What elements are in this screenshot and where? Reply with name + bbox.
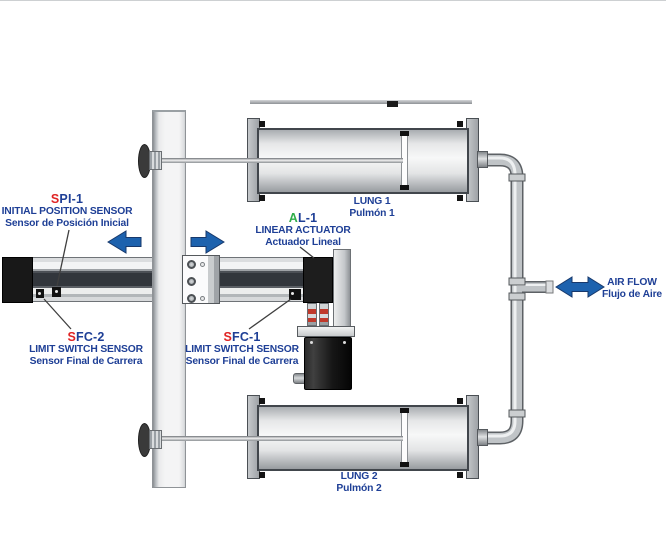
airflow-name-es: Flujo de Aire [601,288,663,300]
pipe-end-cap [545,280,554,294]
pipe-collar [508,409,526,418]
sfc2-code-prefix: S [67,330,76,344]
lung2-air-port [477,429,488,446]
sfc2-code: SFC-2 [67,330,104,344]
lung1-mount-tab [387,101,398,107]
carriage-plate [182,255,220,304]
screw [187,260,196,269]
bolt [259,121,265,127]
lung1-mount-rail [250,100,472,104]
sfc2-code-rest: FC-2 [75,330,105,344]
lung1-piston-cap-bottom [400,185,409,190]
al1-code-prefix: A [288,211,298,225]
bolt [457,398,463,404]
shaft-coupling [307,303,317,326]
lung2-name-es: Pulmón 2 [336,482,382,494]
screw [200,262,205,267]
spi1-name-es: Sensor de Posición Inicial [5,217,129,229]
lung1-piston-rod [160,158,403,163]
motor-bracket [333,249,351,332]
pipe-collar [508,173,526,182]
al1-code: AL-1 [289,211,318,225]
sfc2-name-en: LIMIT SWITCH SENSOR [29,344,143,355]
screw [187,277,196,286]
lung2-piston-rod [160,436,403,441]
al1-name-en: LINEAR ACTUATOR [255,225,351,236]
sfc1-code-rest: FC-1 [231,330,261,344]
spi1-code-rest: PI-1 [59,192,84,206]
spi1-code-prefix: S [50,192,60,206]
lung1-name-en: LUNG 1 [353,196,391,207]
pipe-collar [508,292,526,301]
spi1-name-en: INITIAL POSITION SENSOR [1,206,133,217]
air-flow-double-arrow-icon [555,276,605,298]
screw [187,294,196,303]
lung1-name-es: Pulmón 1 [349,207,395,219]
leader-line-sfc2 [43,298,72,330]
motor-bolt [343,341,346,344]
sfc1-sensor [289,289,301,300]
top-border-line [0,0,666,1]
actuator-housing [303,257,333,303]
shaft-coupling [319,303,329,326]
motor-mount-plate [297,326,355,337]
bolt [259,398,265,404]
sensor-led [55,290,58,293]
stepper-motor [304,337,352,390]
lung2-piston-cap-top [400,408,409,413]
sfc2-sensor [36,289,44,298]
sfc1-name-en: LIMIT SWITCH SENSOR [185,344,299,355]
sfc1-code: SFC-1 [223,330,260,344]
rail-end-block [2,257,33,303]
arrow-right-icon [190,230,225,254]
airflow-name-en: AIR FLOW [607,277,657,288]
bolt [259,195,265,201]
arrow-left-icon [107,230,142,254]
pipe-collar [508,277,526,286]
screw [200,296,205,301]
sfc1-name-es: Sensor Final de Carrera [185,355,299,367]
motor-bolt [310,341,313,344]
leader-line-sfc1 [248,298,292,330]
al1-name-es: Actuador Lineal [265,236,341,248]
sfc1-code-prefix: S [223,330,232,344]
lung1-air-port [477,151,488,168]
lung2-piston-cap-bottom [400,462,409,467]
lung1-piston-cap-top [400,131,409,136]
sensor-led [38,292,41,295]
bolt [457,195,463,201]
spi1-code: SPI-1 [51,192,83,206]
sensor-led [291,292,294,295]
mounting-panel [152,110,186,488]
bolt [259,472,265,478]
lung1-rod-hub [149,151,162,170]
sfc2-name-es: Sensor Final de Carrera [29,355,143,367]
lung2-name-en: LUNG 2 [340,471,378,482]
lung2-rod-hub [149,430,162,449]
al1-code-rest: L-1 [297,211,318,225]
bolt [457,121,463,127]
spi1-sensor [52,287,61,297]
pipe-run [482,153,554,445]
bolt [457,472,463,478]
